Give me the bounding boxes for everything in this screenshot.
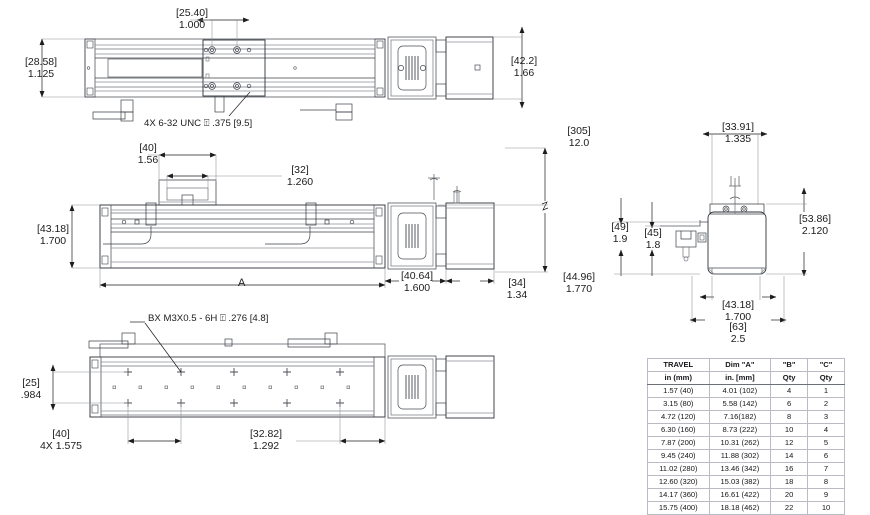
dim-motor-height: [42.2] 1.66 <box>510 55 538 79</box>
dim-end-top-width: [33.91] 1.335 <box>721 121 755 145</box>
table-cell: 6.30 (160) <box>647 423 710 437</box>
dim-side-height: [43.18] 1.700 <box>36 223 70 247</box>
table-cell: 8 <box>770 410 809 424</box>
table-cell: 14.17 (360) <box>647 488 710 502</box>
table-cell: 7 <box>807 462 845 476</box>
table-cell: 2 <box>807 397 845 411</box>
end-view-dims <box>614 131 807 323</box>
dim-end-outer-width: [63] 2.5 <box>729 321 747 345</box>
table-cell: 5 <box>807 436 845 450</box>
table-cell: 6 <box>807 449 845 463</box>
table-cell: 18.18 (462) <box>708 501 772 515</box>
table-cell: 9 <box>807 488 845 502</box>
drawing-sheet: [25.40] 1.000 [28.58] 1.125 [42.2] 1.66 … <box>20 7 845 515</box>
table-cell: 4.72 (120) <box>647 410 710 424</box>
side-view-dims <box>69 147 549 288</box>
top-view-width-dim <box>190 17 250 48</box>
dim-end-left-45: [45] 1.8 <box>644 227 662 251</box>
table-cell: 4 <box>770 384 809 398</box>
dim-overall-side: [44.96] 1.770 <box>562 271 596 295</box>
table-cell: 10.31 (262) <box>708 436 772 450</box>
table-cell: 11.88 (302) <box>708 449 772 463</box>
dim-carriage-width: [40] 1.56 <box>137 142 159 166</box>
table-cell: 7.87 (200) <box>647 436 710 450</box>
dim-motor-length: [34] 1.34 <box>506 277 528 301</box>
dim-cable-length: [305] 12.0 <box>567 125 591 149</box>
header-c: "C" <box>807 358 845 372</box>
header-b: "B" <box>770 358 809 372</box>
table-cell: 4.01 (102) <box>708 384 772 398</box>
table-cell: 6 <box>770 397 809 411</box>
dim-end-base-width: [43.18] 1.700 <box>721 299 755 323</box>
table-cell: 5.58 (142) <box>708 397 772 411</box>
dim-length-a-label: A <box>238 277 246 289</box>
table-cell: 14 <box>770 449 809 463</box>
dim-end-height: [53.86] 2.120 <box>798 213 832 237</box>
dim-hole-pitch: [40] 4X 1.575 <box>39 428 83 452</box>
table-cell: 18 <box>770 475 809 489</box>
table-cell: 8 <box>807 475 845 489</box>
dim-bottom-width: [25] .984 <box>20 377 42 401</box>
dim-carriage-inner: [32] 1.260 <box>286 164 314 188</box>
bottom-view-geometry <box>88 321 495 419</box>
bottom-view-dims <box>50 364 386 444</box>
dim-end-left-49: [49] 1.9 <box>611 221 629 245</box>
table-cell: 15.75 (400) <box>647 501 710 515</box>
table-cell: 8.73 (222) <box>708 423 772 437</box>
table-cell: 12.60 (320) <box>647 475 710 489</box>
table-cell: 16.61 (422) <box>708 488 772 502</box>
dim-body-end: [40.64] 1.600 <box>400 270 434 294</box>
table-cell: 9.45 (240) <box>647 449 710 463</box>
subheader-travel-units: in (mm) <box>647 371 710 385</box>
top-view-height-dim <box>39 38 85 98</box>
table-cell: 3 <box>807 410 845 424</box>
table-cell: 11.02 (280) <box>647 462 710 476</box>
header-travel: TRAVEL <box>647 358 710 372</box>
table-cell: 10 <box>807 501 845 515</box>
table-cell: 13.46 (342) <box>708 462 772 476</box>
top-view-geometry <box>84 36 494 122</box>
table-cell: 10 <box>770 423 809 437</box>
table-cell: 1.57 (40) <box>647 384 710 398</box>
callout-4x-6-32-unc: 4X 6-32 UNC ⍐ .375 [9.5] <box>144 118 253 129</box>
motor-height-dim <box>493 26 525 109</box>
subheader-dim-a-units: in. [mm] <box>708 371 772 385</box>
table-cell: 12 <box>770 436 809 450</box>
table-cell: 15.03 (382) <box>708 475 772 489</box>
table-cell: 1 <box>807 384 845 398</box>
side-view-geometry <box>99 174 495 270</box>
technical-drawing-canvas <box>39 17 807 444</box>
table-header-row: TRAVEL Dim "A" "B" "C" <box>647 358 845 372</box>
dim-top-height: [28.58] 1.125 <box>24 56 58 80</box>
subheader-c-qty: Qty <box>807 371 845 385</box>
dim-top-width: [25.40] 1.000 <box>175 7 209 31</box>
subheader-b-qty: Qty <box>770 371 809 385</box>
table-cell: 7.16(182) <box>708 410 772 424</box>
end-view-geometry <box>660 176 767 275</box>
table-subheader-row: in (mm) in. [mm] Qty Qty <box>647 371 845 385</box>
table-cell: 16 <box>770 462 809 476</box>
travel-specification-table: TRAVEL Dim "A" "B" "C" in (mm) in. [mm] … <box>647 358 845 515</box>
table-cell: 20 <box>770 488 809 502</box>
callout-bx-m3x05: BX M3X0.5 - 6H ⍐ .276 [4.8] <box>148 313 269 324</box>
table-cell: 3.15 (80) <box>647 397 710 411</box>
dim-bottom-end: [32.82] 1.292 <box>249 428 283 452</box>
header-dim-a: Dim "A" <box>708 358 772 372</box>
table-cell: 22 <box>770 501 809 515</box>
table-cell: 4 <box>807 423 845 437</box>
